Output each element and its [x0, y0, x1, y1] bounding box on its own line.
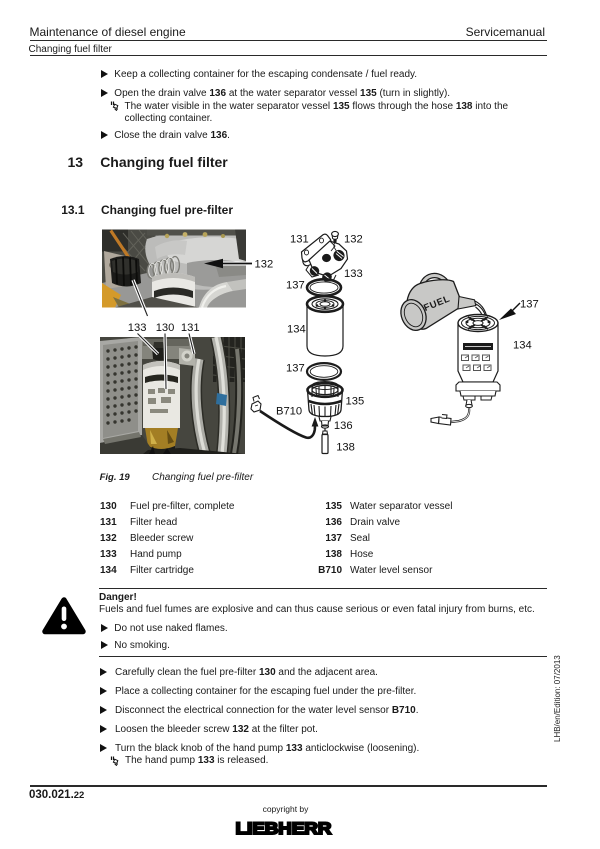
svg-text:131: 131: [181, 322, 200, 334]
svg-text:134: 134: [287, 324, 306, 336]
svg-text:134: 134: [513, 340, 532, 352]
svg-text:137: 137: [286, 280, 305, 292]
svg-text:130: 130: [156, 322, 175, 334]
svg-text:135: 135: [346, 396, 365, 408]
svg-text:132: 132: [344, 234, 363, 246]
svg-text:133: 133: [344, 268, 363, 280]
svg-text:LIEBHERR: LIEBHERR: [236, 819, 332, 837]
svg-text:131: 131: [290, 234, 309, 246]
svg-text:138: 138: [336, 442, 355, 454]
svg-text:133: 133: [128, 322, 147, 334]
svg-text:137: 137: [286, 363, 305, 375]
svg-text:B710: B710: [276, 406, 302, 418]
svg-text:132: 132: [255, 259, 274, 271]
svg-text:137: 137: [520, 299, 539, 311]
svg-text:136: 136: [334, 420, 353, 432]
